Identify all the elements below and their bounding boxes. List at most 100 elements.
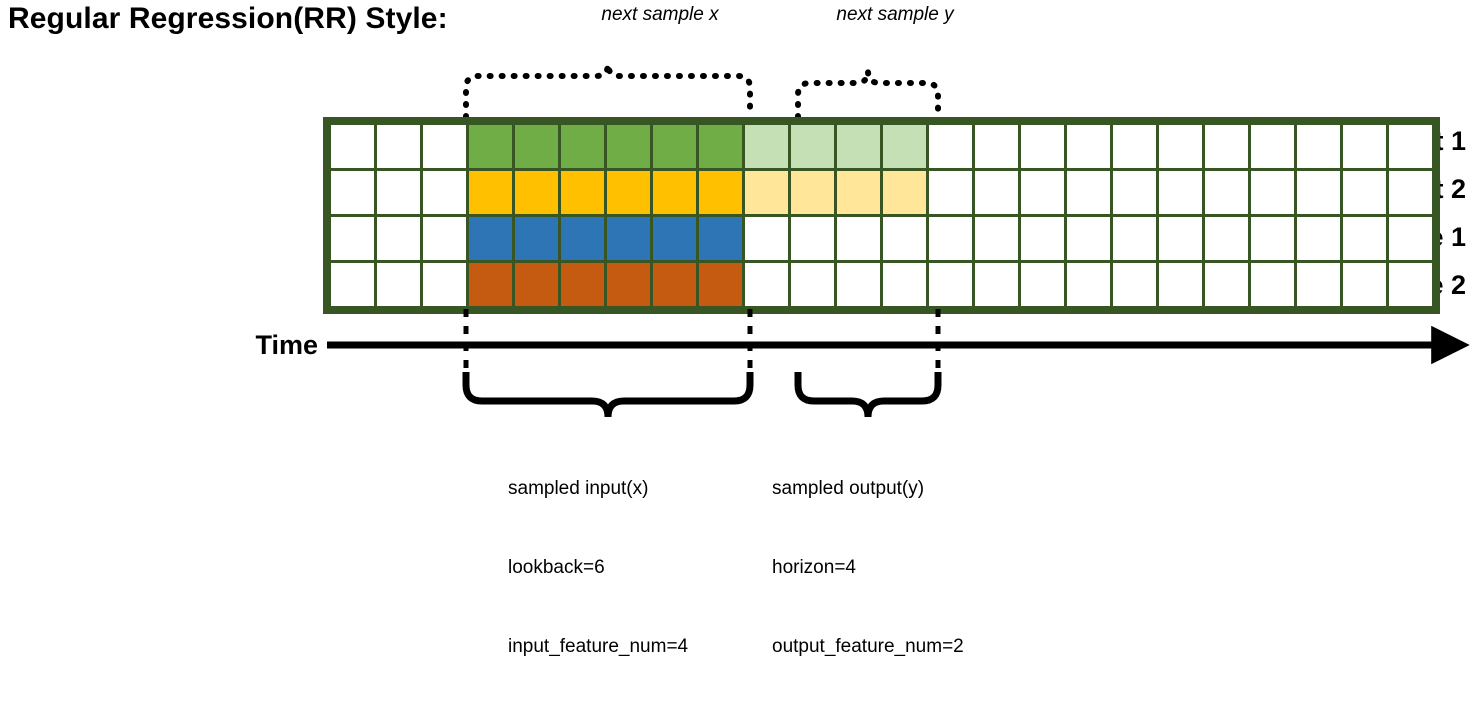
grid-cell-target-2-10-output: [788, 168, 837, 217]
grid-cell-extra-feature-2-18-empty: [1156, 260, 1205, 309]
grid-cell-extra-feature-1-20-empty: [1248, 214, 1297, 263]
grid-cell-extra-feature-1-17-empty: [1110, 214, 1159, 263]
grid-cell-extra-feature-1-1-empty: [374, 214, 423, 263]
grid-cell-extra-feature-1-10-empty: [788, 214, 837, 263]
grid-cell-extra-feature-1-5-input: [558, 214, 607, 263]
annotation-next-sample-x: next sample x: [601, 4, 719, 25]
grid-cell-target-2-8-input: [696, 168, 745, 217]
grid-row-target-1: [328, 122, 1435, 171]
grid-cell-extra-feature-1-11-empty: [834, 214, 883, 263]
grid-cell-target-2-7-input: [650, 168, 699, 217]
grid-cell-extra-feature-2-13-empty: [926, 260, 975, 309]
sampled-output-line-3: output_feature_num=2: [772, 635, 964, 657]
grid-cell-extra-feature-2-12-empty: [880, 260, 929, 309]
brace-sampled-input: [462, 372, 754, 418]
grid-cell-target-1-19-empty: [1202, 122, 1251, 171]
grid-cell-extra-feature-2-10-empty: [788, 260, 837, 309]
grid-cell-target-2-12-output: [880, 168, 929, 217]
grid-cell-extra-feature-2-1-empty: [374, 260, 423, 309]
grid-cell-target-2-6-input: [604, 168, 653, 217]
grid-cell-target-1-14-empty: [972, 122, 1021, 171]
sampled-input-line-3: input_feature_num=4: [508, 635, 689, 657]
timeseries-grid: [323, 117, 1440, 314]
grid-cell-target-1-9-output: [742, 122, 791, 171]
grid-cell-extra-feature-1-2-empty: [420, 214, 469, 263]
grid-cell-extra-feature-1-8-input: [696, 214, 745, 263]
grid-row-extra-feature-2: [328, 260, 1435, 309]
grid-cell-target-1-7-input: [650, 122, 699, 171]
grid-cell-target-2-13-empty: [926, 168, 975, 217]
grid-cell-target-2-14-empty: [972, 168, 1021, 217]
grid-cell-extra-feature-1-22-empty: [1340, 214, 1389, 263]
grid-cell-extra-feature-1-14-empty: [972, 214, 1021, 263]
grid-cell-target-2-3-input: [466, 168, 515, 217]
grid-cell-target-2-2-empty: [420, 168, 469, 217]
sampled-output-line-1: sampled output(y): [772, 478, 925, 500]
grid-cell-extra-feature-1-21-empty: [1294, 214, 1343, 263]
sampled-output-caption: sampled output(y) horizon=4 output_featu…: [772, 424, 964, 712]
grid-cell-extra-feature-2-2-empty: [420, 260, 469, 309]
grid-cell-target-1-0-empty: [328, 122, 377, 171]
grid-row-extra-feature-1: [328, 214, 1435, 263]
grid-cell-target-2-20-empty: [1248, 168, 1297, 217]
grid-row-target-2: [328, 168, 1435, 217]
grid-cell-target-1-1-empty: [374, 122, 423, 171]
grid-cell-extra-feature-2-16-empty: [1064, 260, 1113, 309]
grid-cell-target-2-11-output: [834, 168, 883, 217]
brace-next-sample-y: [795, 70, 941, 120]
grid-cell-target-2-15-empty: [1018, 168, 1067, 217]
grid-cell-extra-feature-1-18-empty: [1156, 214, 1205, 263]
grid-cell-extra-feature-1-19-empty: [1202, 214, 1251, 263]
grid-cell-extra-feature-1-13-empty: [926, 214, 975, 263]
grid-cell-extra-feature-2-20-empty: [1248, 260, 1297, 309]
grid-cell-target-1-13-empty: [926, 122, 975, 171]
grid-cell-target-1-3-input: [466, 122, 515, 171]
grid-cell-extra-feature-2-8-input: [696, 260, 745, 309]
sampled-input-line-1: sampled input(x): [508, 478, 649, 500]
sampled-output-line-2: horizon=4: [772, 557, 856, 579]
grid-cell-extra-feature-1-12-empty: [880, 214, 929, 263]
grid-cell-extra-feature-1-9-empty: [742, 214, 791, 263]
grid-cell-target-1-2-empty: [420, 122, 469, 171]
grid-cell-target-1-17-empty: [1110, 122, 1159, 171]
grid-cell-extra-feature-1-0-empty: [328, 214, 377, 263]
grid-cell-target-1-20-empty: [1248, 122, 1297, 171]
grid-cell-extra-feature-2-6-input: [604, 260, 653, 309]
grid-cell-target-2-22-empty: [1340, 168, 1389, 217]
sampled-input-caption: sampled input(x) lookback=6 input_featur…: [508, 424, 688, 712]
grid-cell-extra-feature-2-23-empty: [1386, 260, 1435, 309]
annotation-next-sample-y: next sample y: [836, 4, 954, 25]
grid-cell-target-1-10-output: [788, 122, 837, 171]
grid-cell-extra-feature-1-6-input: [604, 214, 653, 263]
grid-cell-target-2-0-empty: [328, 168, 377, 217]
grid-cell-target-1-4-input: [512, 122, 561, 171]
grid-cell-extra-feature-2-5-input: [558, 260, 607, 309]
grid-cell-extra-feature-2-15-empty: [1018, 260, 1067, 309]
grid-cell-extra-feature-1-15-empty: [1018, 214, 1067, 263]
grid-cell-target-1-18-empty: [1156, 122, 1205, 171]
grid-cell-extra-feature-2-9-empty: [742, 260, 791, 309]
grid-cell-extra-feature-2-21-empty: [1294, 260, 1343, 309]
grid-cell-target-2-17-empty: [1110, 168, 1159, 217]
grid-cell-extra-feature-1-23-empty: [1386, 214, 1435, 263]
grid-cell-target-1-12-output: [880, 122, 929, 171]
grid-cell-target-1-23-empty: [1386, 122, 1435, 171]
grid-cell-extra-feature-2-7-input: [650, 260, 699, 309]
grid-cell-target-2-1-empty: [374, 168, 423, 217]
grid-cell-extra-feature-2-3-input: [466, 260, 515, 309]
grid-cell-target-1-11-output: [834, 122, 883, 171]
grid-cell-extra-feature-1-4-input: [512, 214, 561, 263]
page-title: Regular Regression(RR) Style:: [8, 2, 448, 35]
grid-cell-target-1-5-input: [558, 122, 607, 171]
grid-cell-target-1-6-input: [604, 122, 653, 171]
grid-cell-extra-feature-1-16-empty: [1064, 214, 1113, 263]
grid-cell-extra-feature-2-14-empty: [972, 260, 1021, 309]
grid-cell-target-1-16-empty: [1064, 122, 1113, 171]
grid-cell-target-2-19-empty: [1202, 168, 1251, 217]
grid-cell-extra-feature-2-11-empty: [834, 260, 883, 309]
grid-cell-target-1-21-empty: [1294, 122, 1343, 171]
grid-cell-target-2-18-empty: [1156, 168, 1205, 217]
grid-cell-extra-feature-2-4-input: [512, 260, 561, 309]
grid-cell-extra-feature-2-17-empty: [1110, 260, 1159, 309]
brace-sampled-output: [794, 372, 942, 418]
